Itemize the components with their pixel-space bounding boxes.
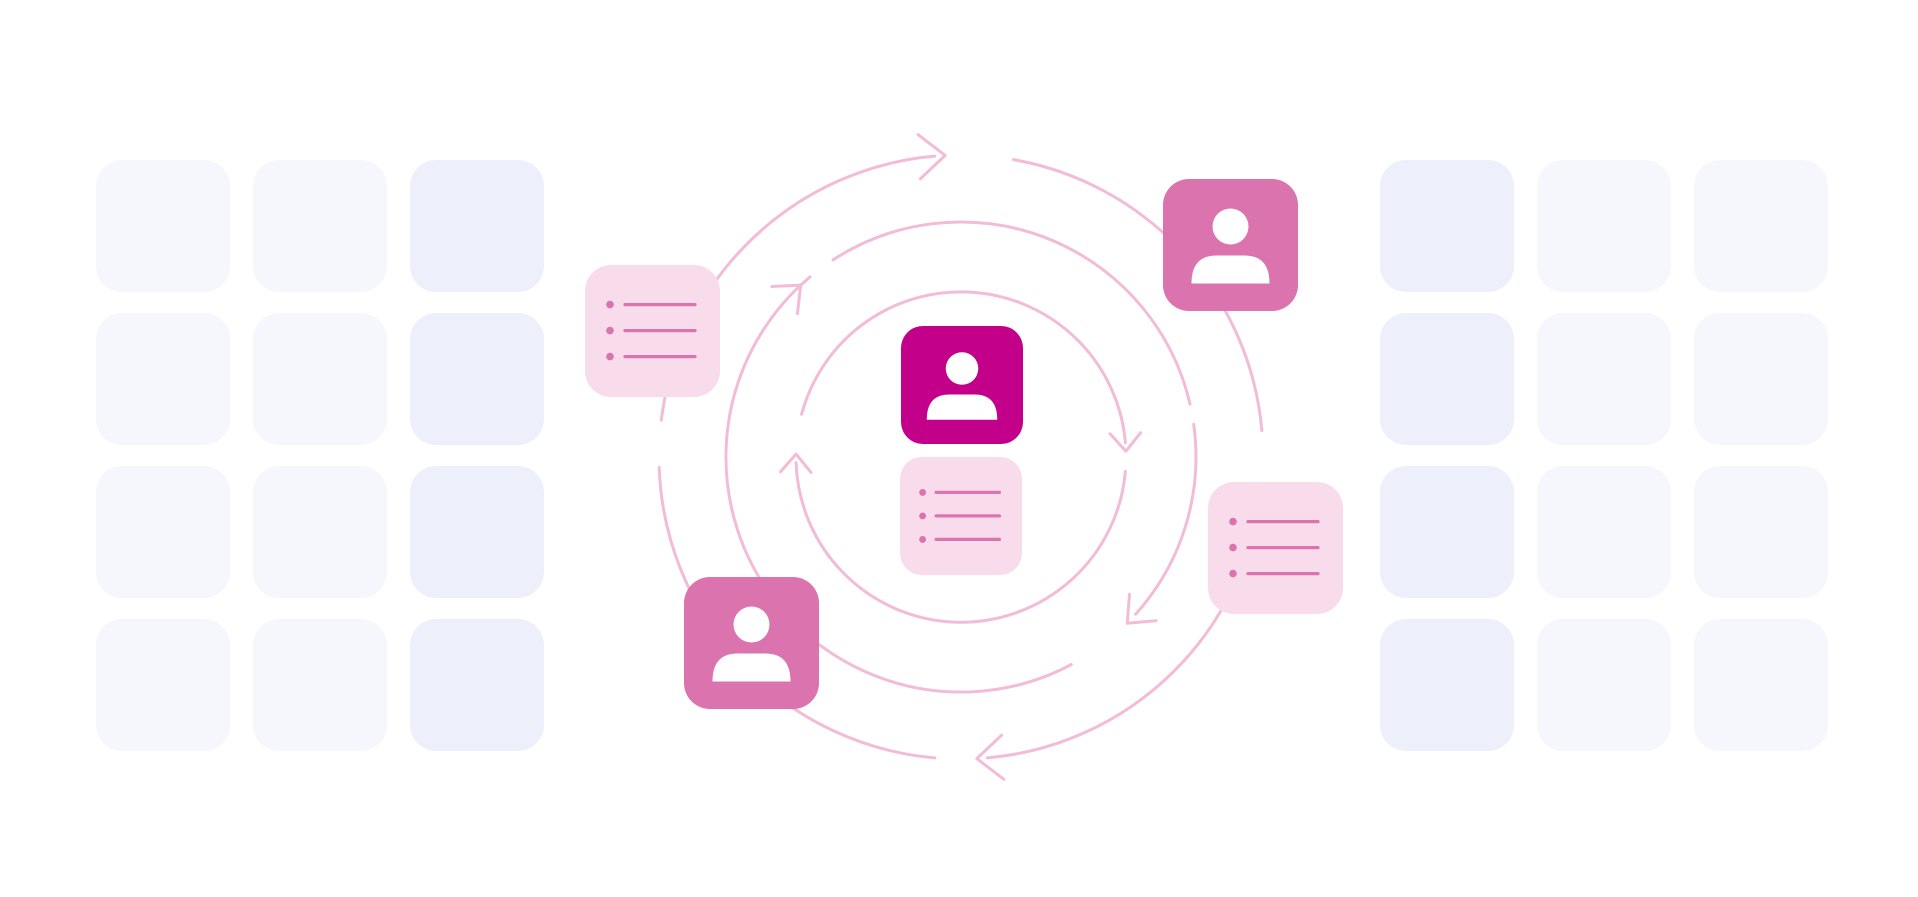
inner-ring-arrow-icon: [778, 452, 813, 474]
right-grid-tile: [1380, 619, 1514, 751]
middle-ring-arc: [1134, 422, 1198, 616]
user-body: [1191, 255, 1270, 284]
center-user-card-bg: [901, 326, 1023, 444]
bulleted-list-icon: [1229, 517, 1320, 578]
user-body: [712, 653, 791, 682]
bottom-left-user-card: [684, 577, 819, 709]
left-grid-tile: [253, 619, 387, 751]
left-grid-tile: [253, 466, 387, 598]
user-head: [945, 352, 979, 385]
right-grid-tile: [1537, 619, 1671, 751]
outer-ring-arrow-icon: [916, 133, 947, 181]
user-profile-icon: [712, 606, 791, 682]
right-grid-tile: [1694, 160, 1828, 292]
right-grid-tile: [1380, 466, 1514, 598]
inner-ring-arc: [794, 461, 1127, 624]
middle-ring-arc: [724, 275, 812, 508]
middle-ring-arrow-icon: [770, 283, 803, 316]
list-bullet: [606, 326, 614, 335]
left-grid-tile: [96, 313, 230, 445]
right-list-card: [1208, 482, 1343, 614]
left-grid-tile: [410, 313, 544, 445]
user-body: [926, 394, 998, 420]
right-grid-tile: [1537, 313, 1671, 445]
list-bullet: [919, 512, 927, 520]
list-bullet: [919, 488, 927, 496]
top-right-user-card-bg: [1163, 179, 1298, 311]
list-bullet: [919, 535, 927, 543]
cycle-cards: [585, 179, 1343, 709]
top-right-user-card: [1163, 179, 1298, 311]
left-grid-tile: [410, 160, 544, 292]
right-grid-tile: [1537, 160, 1671, 292]
left-grid-tile: [96, 466, 230, 598]
center-user-card: [901, 326, 1023, 444]
left-grid-tile: [410, 466, 544, 598]
right-grid-tile: [1694, 313, 1828, 445]
bulleted-list-icon: [606, 300, 697, 361]
list-bullet: [1229, 543, 1237, 552]
left-list-card: [585, 265, 720, 397]
center-list-card: [900, 457, 1022, 575]
outer-ring-arrow-icon: [975, 733, 1006, 781]
bulleted-list-icon: [919, 488, 1002, 543]
middle-ring-arrow-icon: [1125, 592, 1158, 625]
right-grid-tile: [1537, 466, 1671, 598]
left-grid-tile: [96, 619, 230, 751]
right-grid-tile: [1694, 466, 1828, 598]
user-profile-icon: [1191, 208, 1270, 284]
left-grid-tile: [253, 313, 387, 445]
inner-ring-arc: [800, 290, 1127, 445]
user-profile-icon: [926, 352, 998, 420]
middle-ring-arc: [831, 220, 1192, 406]
right-grid-tile: [1694, 619, 1828, 751]
list-bullet: [1229, 569, 1237, 578]
user-head: [1212, 208, 1249, 245]
right-grid-tile: [1380, 160, 1514, 292]
list-bullet: [1229, 517, 1237, 526]
list-bullet: [606, 352, 614, 361]
user-head: [733, 606, 770, 643]
right-grid-tile: [1380, 313, 1514, 445]
inner-ring-arrow-icon: [1108, 431, 1143, 453]
bottom-left-user-card-bg: [684, 577, 819, 709]
left-grid-tile: [253, 160, 387, 292]
left-grid-tile: [96, 160, 230, 292]
right-tile-grid: [1380, 160, 1828, 751]
list-bullet: [606, 300, 614, 309]
middle-ring-arc: [729, 504, 1073, 694]
left-tile-grid: [96, 160, 544, 751]
left-grid-tile: [410, 619, 544, 751]
